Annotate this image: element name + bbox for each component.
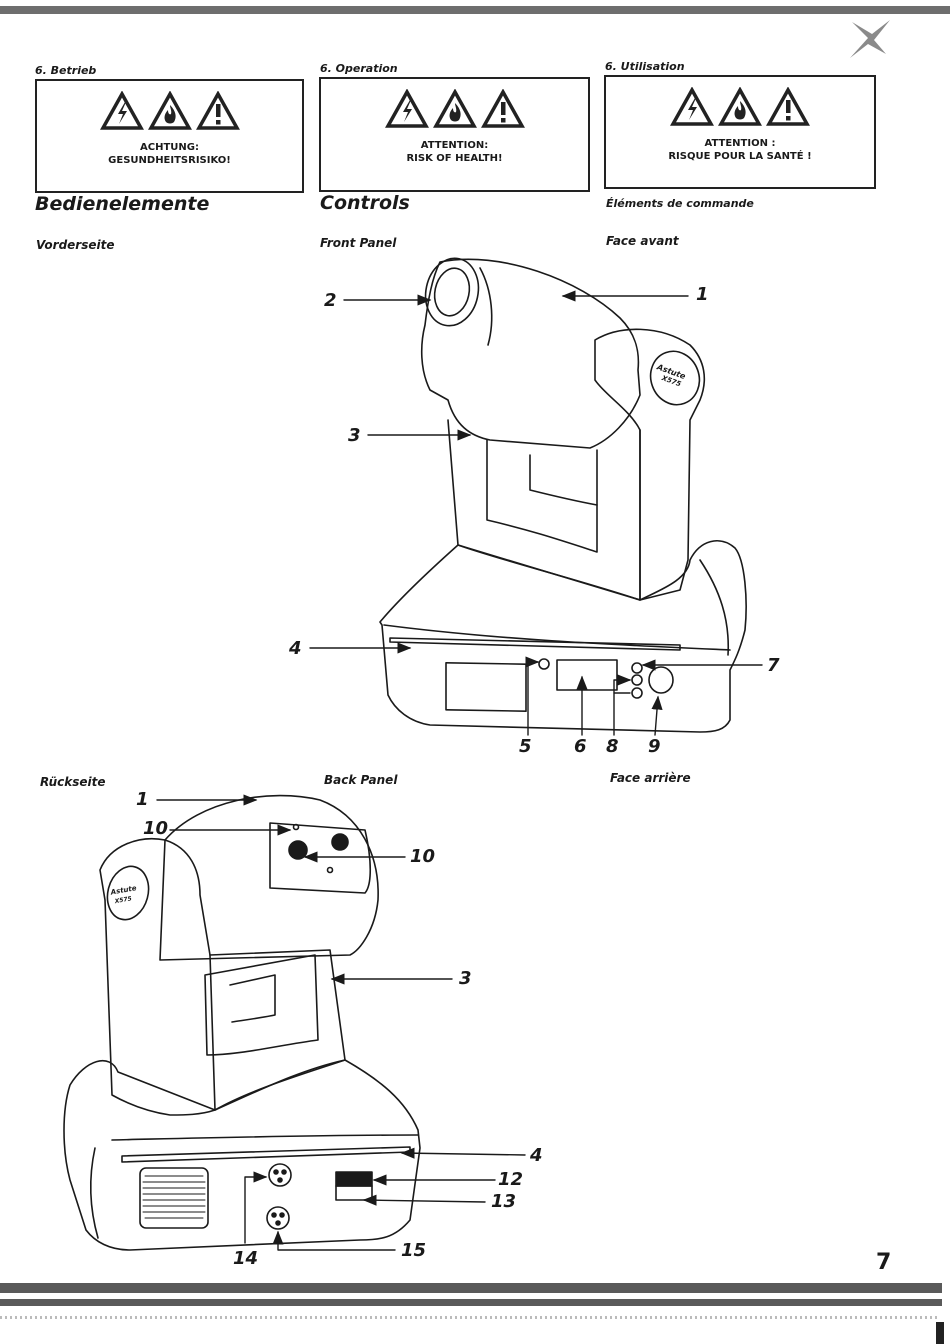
fire-hazard-icon (718, 87, 762, 126)
back-callout-1: 1 (136, 789, 149, 810)
back-label-fr: Face arrière (610, 771, 691, 785)
back-callout-13: 13 (491, 1191, 517, 1212)
brand-star-icon (850, 20, 890, 58)
section-title-fr: 6. Utilisation (605, 60, 685, 73)
section-title-de: 6. Betrieb (35, 64, 97, 77)
warning-icons (99, 91, 240, 131)
exclamation-warning-icon (480, 89, 525, 128)
back-callout-12: 12 (498, 1169, 524, 1190)
bottom-dotted-line (0, 1316, 940, 1319)
front-callout-8: 8 (606, 736, 619, 757)
fire-hazard-icon (432, 89, 477, 128)
back-callout-14: 14 (233, 1248, 259, 1269)
warning-line-1: ATTENTION: (420, 140, 489, 151)
back-callout-10b: 10 (410, 846, 436, 867)
back-callout-3: 3 (459, 968, 472, 989)
front-callout-6: 6 (574, 736, 587, 757)
top-border-bar (0, 6, 950, 14)
front-moving-head-drawing (379, 257, 747, 733)
front-callout-7: 7 (767, 655, 780, 676)
electric-hazard-icon (99, 91, 144, 130)
warning-line-2: RISK OF HEALTH! (406, 153, 503, 164)
heading-en: Controls (320, 192, 410, 214)
front-callout-2: 2 (324, 290, 337, 311)
electric-hazard-icon (384, 89, 429, 128)
electric-hazard-icon (670, 87, 714, 126)
warning-icons (670, 87, 810, 127)
back-label-de: Rückseite (40, 775, 106, 789)
front-label-de: Vorderseite (36, 238, 115, 252)
warning-line-2: GESUNDHEITSRISIKO! (108, 155, 231, 166)
back-label-en: Back Panel (324, 773, 398, 787)
exclamation-warning-icon (766, 87, 810, 126)
warning-text: ACHTUNG: GESUNDHEITSRISIKO! (108, 141, 231, 167)
back-moving-head-drawing (63, 794, 421, 1251)
front-callout-1: 1 (696, 284, 709, 305)
exclamation-warning-icon (195, 91, 240, 130)
section-title-en: 6. Operation (320, 62, 398, 75)
front-callout-9: 9 (648, 736, 661, 757)
warning-text: ATTENTION: RISK OF HEALTH! (406, 139, 502, 165)
warning-text: ATTENTION : RISQUE POUR LA SANTÉ ! (668, 137, 811, 163)
bottom-border-bar-thin (0, 1299, 942, 1306)
svg-text:X575: X575 (113, 895, 132, 905)
front-callout-4: 4 (289, 638, 302, 659)
front-callout-5: 5 (519, 736, 532, 757)
bottom-border-bar (0, 1283, 942, 1293)
warning-icons (384, 89, 525, 129)
front-label-fr: Face avant (606, 234, 679, 248)
warning-line-1: ACHTUNG: (140, 142, 199, 153)
back-callout-15: 15 (401, 1240, 427, 1261)
heading-fr: Éléments de commande (606, 197, 754, 210)
warning-line-2: RISQUE POUR LA SANTÉ ! (668, 151, 812, 162)
warning-box-fr: ATTENTION : RISQUE POUR LA SANTÉ ! (604, 75, 876, 189)
heading-de: Bedienelemente (35, 193, 210, 215)
warning-box-de: ACHTUNG: GESUNDHEITSRISIKO! (35, 79, 304, 193)
corner-mark (936, 1322, 944, 1344)
back-callout-10a: 10 (143, 818, 169, 839)
front-callout-3: 3 (348, 425, 361, 446)
back-callout-4: 4 (530, 1145, 543, 1166)
front-callout-arrows (309, 290, 763, 736)
back-callout-arrows (156, 794, 526, 1251)
fire-hazard-icon (147, 91, 192, 130)
page-number: 7 (876, 1250, 892, 1275)
back-logo-text: Astute (109, 884, 137, 897)
warning-line-1: ATTENTION : (704, 138, 776, 149)
front-label-en: Front Panel (320, 236, 397, 250)
warning-box-en: ATTENTION: RISK OF HEALTH! (319, 77, 590, 192)
